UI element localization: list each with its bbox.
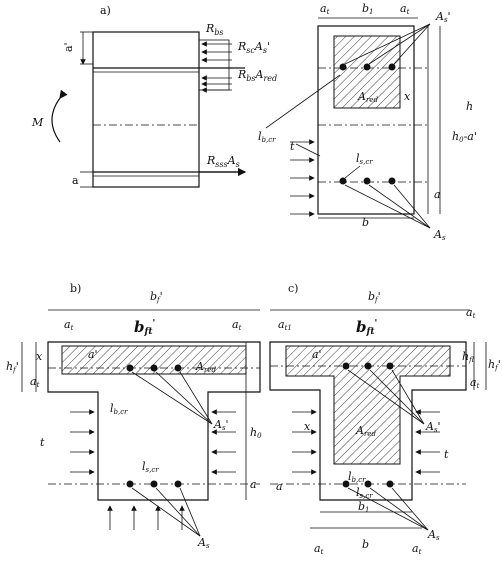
svg-text:lb,cr: lb,cr bbox=[258, 130, 276, 144]
svg-text:at: at bbox=[470, 376, 480, 390]
svg-text:b1: b1 bbox=[362, 2, 374, 16]
ared-zone bbox=[333, 35, 401, 109]
a-right-label: a bbox=[434, 188, 441, 201]
svg-text:As': As' bbox=[435, 10, 451, 24]
x-label-c: x bbox=[304, 420, 311, 433]
t-label-c: t bbox=[444, 448, 449, 461]
a-bot-b: a bbox=[250, 478, 257, 491]
x-label: x bbox=[404, 90, 411, 103]
svg-text:ls,cr: ls,cr bbox=[356, 486, 373, 500]
panel-c-tag: c) bbox=[288, 282, 298, 295]
svg-text:at: at bbox=[320, 2, 330, 16]
svg-text:hf': hf' bbox=[6, 360, 19, 374]
svg-text:at: at bbox=[314, 542, 324, 556]
svg-text:at: at bbox=[30, 375, 40, 389]
svg-text:As': As' bbox=[213, 418, 229, 432]
svg-text:h0: h0 bbox=[250, 426, 262, 440]
svg-text:As: As bbox=[197, 536, 210, 550]
side-arrows-b bbox=[70, 409, 236, 475]
svg-text:Ared: Ared bbox=[357, 90, 378, 104]
a-prime-c: a' bbox=[312, 348, 322, 361]
tee-outline-c bbox=[269, 341, 467, 501]
svg-text:at1: at1 bbox=[278, 318, 292, 332]
panel-a-tag: a) bbox=[100, 4, 111, 17]
svg-text:RbsAred: RbsAred bbox=[237, 68, 277, 83]
svg-text:bf': bf' bbox=[150, 290, 163, 304]
svg-text:at: at bbox=[466, 306, 476, 320]
svg-text:ls,cr: ls,cr bbox=[356, 152, 373, 166]
svg-text:h0-a': h0-a' bbox=[452, 130, 477, 144]
x-label-b: x bbox=[36, 350, 43, 363]
b-label: b bbox=[362, 216, 369, 229]
panel-a-cross-section: at b1 at As' Ared x lb,cr h0-a' h a t ls… bbox=[258, 2, 477, 242]
svg-text:hfl: hfl bbox=[462, 350, 474, 364]
t-label: t bbox=[290, 140, 295, 153]
svg-text:Ared: Ared bbox=[195, 360, 216, 374]
b-label-c: b bbox=[362, 538, 369, 551]
a-bot-label: a bbox=[72, 174, 79, 187]
svg-text:As: As bbox=[433, 228, 446, 242]
panel-a-stress-diagram: a) a' M a Rbs RscA bbox=[31, 4, 277, 188]
svg-text:at: at bbox=[400, 2, 410, 16]
svg-text:bft': bft' bbox=[134, 318, 155, 337]
svg-text:ls,cr: ls,cr bbox=[142, 460, 159, 474]
svg-text:at: at bbox=[412, 542, 422, 556]
compression-arrows bbox=[201, 41, 232, 93]
svg-text:b1: b1 bbox=[358, 500, 370, 514]
svg-text:at: at bbox=[64, 318, 74, 332]
a-prime-b: a' bbox=[88, 348, 98, 361]
a-bot-c: a bbox=[276, 480, 283, 493]
svg-text:hf': hf' bbox=[488, 358, 501, 372]
panel-c-tee-section: c) bf' at1 bft' at a' Ared hfl hf' at x … bbox=[269, 282, 501, 556]
svg-text:Rbs: Rbs bbox=[205, 22, 224, 37]
a-prime-label: a' bbox=[62, 42, 75, 52]
svg-text:lb,cr: lb,cr bbox=[348, 470, 366, 484]
section-outline bbox=[317, 25, 415, 215]
beam-elevation bbox=[92, 31, 200, 188]
side-arrows-a bbox=[290, 139, 315, 217]
svg-text:bft': bft' bbox=[356, 318, 377, 337]
svg-text:Ared: Ared bbox=[355, 424, 376, 438]
panel-b-tag: b) bbox=[70, 282, 81, 295]
svg-text:RsssAs: RsssAs bbox=[206, 154, 240, 169]
h-label: h bbox=[466, 100, 473, 113]
tee-outline-b bbox=[47, 341, 261, 501]
panel-b-tee-section: b) bf' at bft' at Ared a' hf' x at lb,cr… bbox=[6, 282, 262, 550]
svg-text:As: As bbox=[427, 528, 440, 542]
svg-text:bf': bf' bbox=[368, 290, 381, 304]
svg-text:As': As' bbox=[425, 420, 441, 434]
bottom-arrows-b bbox=[107, 505, 185, 530]
side-arrows-c bbox=[292, 409, 440, 475]
svg-text:at: at bbox=[232, 318, 242, 332]
t-label-b: t bbox=[40, 436, 45, 449]
svg-text:lb,cr: lb,cr bbox=[110, 402, 128, 416]
moment-label: M bbox=[31, 116, 44, 129]
svg-text:RscAs': RscAs' bbox=[237, 40, 270, 55]
ared-zone-c bbox=[285, 345, 451, 465]
